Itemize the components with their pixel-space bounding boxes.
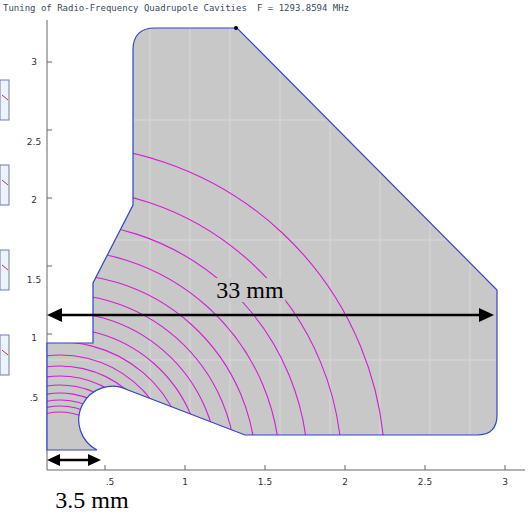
x-tick: 2 (342, 478, 348, 487)
dimension-arrows (47, 308, 494, 466)
x-tick: 1 (182, 478, 188, 487)
y-tick: 1 (31, 334, 37, 343)
contour-line (40, 366, 164, 470)
contour-line (40, 222, 308, 470)
y-tick: 1.5 (27, 276, 41, 285)
mesh-lines (47, 28, 500, 440)
contour-line (40, 145, 385, 470)
frequency-label: F = 1293.8594 MHz (257, 4, 349, 13)
x-tick: .5 (106, 478, 115, 487)
contour-line (40, 385, 145, 470)
y-tick: 2.5 (27, 138, 41, 147)
contour-line (40, 400, 130, 470)
plot-axes (47, 20, 525, 470)
marker-dot (234, 26, 238, 30)
thumbnail-fragments (0, 80, 9, 375)
contour-line (40, 355, 175, 470)
contour-line (40, 342, 188, 470)
contour-line (40, 328, 202, 470)
contour-line (40, 406, 124, 470)
x-tick: 2.5 (418, 478, 432, 487)
plot-title: Tuning of Radio-Frequency Quadrupole Cav… (3, 4, 247, 13)
dimension-label: 33 mm (214, 278, 285, 302)
cavity-outline (47, 28, 497, 450)
contour-line (40, 294, 236, 470)
x-tick: 1.5 (258, 478, 272, 487)
contour-line (40, 188, 342, 470)
x-tick: 3 (502, 478, 508, 487)
y-tick: 3 (31, 58, 37, 67)
field-contours (40, 145, 385, 470)
y-tick: .5 (30, 394, 39, 403)
contour-line (40, 393, 137, 470)
cavity-cross-section (47, 28, 497, 450)
contour-line (40, 274, 256, 470)
dimension-label: 3.5 mm (53, 488, 130, 512)
y-tick: 2 (31, 196, 37, 205)
